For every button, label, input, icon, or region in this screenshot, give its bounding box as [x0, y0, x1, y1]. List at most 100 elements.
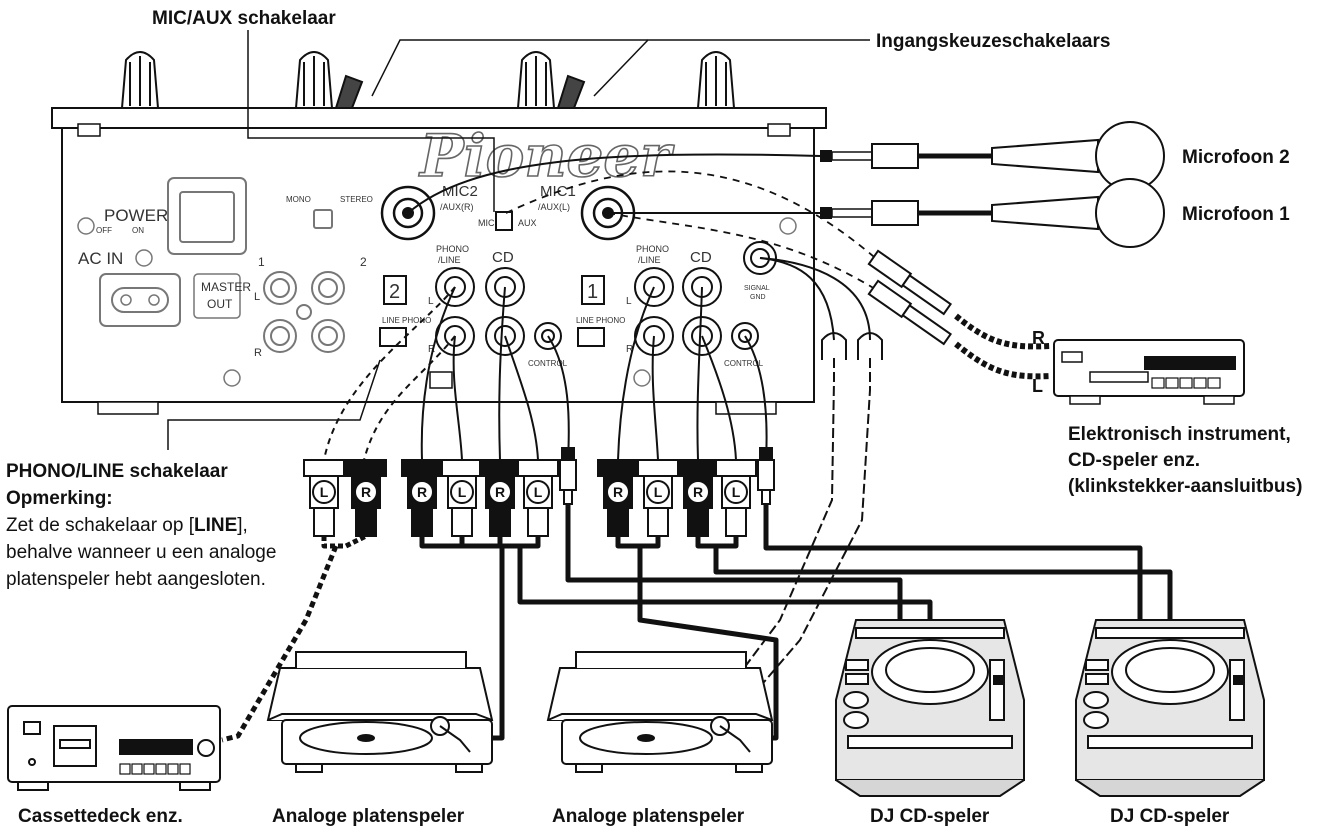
power-on-label: ON [132, 226, 144, 235]
rca-plug [441, 459, 483, 537]
svg-text:R: R [613, 484, 623, 500]
cdj-b-label: DJ CD-speler [1110, 806, 1230, 827]
plug-l-label: L [1032, 376, 1043, 396]
svg-text:1: 1 [258, 255, 265, 269]
mic2-plug-and-mic [820, 121, 1165, 191]
turntable-a [266, 651, 494, 773]
rca-plug-letters: L R R L R L R L R L [320, 484, 741, 500]
svg-text:PHONO: PHONO [636, 244, 669, 254]
svg-text:CD: CD [690, 249, 712, 266]
cassette-deck [7, 705, 221, 791]
svg-text:PHONO: PHONO [436, 244, 469, 254]
rca-plug [517, 459, 559, 537]
jack-plug-control-2 [559, 447, 577, 505]
cdj-a [835, 619, 1025, 797]
svg-text:CD: CD [492, 249, 514, 266]
svg-text:R: R [417, 484, 427, 500]
svg-text:R: R [626, 344, 633, 355]
knob-2 [294, 51, 364, 109]
svg-text:PHONO: PHONO [596, 316, 625, 325]
svg-text:L: L [254, 291, 260, 303]
svg-text:R: R [254, 347, 262, 359]
svg-text:R: R [428, 344, 435, 355]
svg-text:L: L [626, 296, 632, 307]
screw-icon [77, 217, 95, 235]
cassette-label: Cassettedeck enz. [18, 806, 183, 827]
svg-text:CONTROL: CONTROL [724, 359, 764, 368]
knob-1 [120, 51, 160, 109]
cables-to-plugs [323, 286, 768, 461]
svg-text:2: 2 [360, 255, 367, 269]
input-selectors-label: Ingangskeuzeschakelaars [876, 31, 1110, 52]
svg-text:/AUX(R): /AUX(R) [440, 202, 474, 212]
rca-plug [715, 459, 757, 537]
svg-text:R: R [361, 484, 371, 500]
svg-text:LINE: LINE [382, 316, 400, 325]
screw-icon [223, 369, 241, 387]
note-title: PHONO/LINE schakelaar [6, 461, 228, 482]
ground-wires [719, 257, 883, 711]
instrument-connection: R L [505, 170, 1245, 405]
jack-plug-control-1 [757, 447, 775, 505]
cdj-b [1075, 619, 1265, 797]
mic1-plug-and-mic [820, 178, 1165, 248]
svg-text:GND: GND [750, 294, 766, 301]
knob-3 [516, 51, 586, 109]
svg-text:/LINE: /LINE [638, 255, 661, 265]
knob-4 [696, 51, 736, 109]
mic-aux-switch-label: MIC/AUX schakelaar [152, 8, 336, 29]
rca-plug [597, 459, 639, 537]
instrument-label-3: (klinkstekker-aansluitbus) [1068, 476, 1302, 497]
svg-text:R: R [495, 484, 505, 500]
svg-text:L: L [320, 484, 329, 500]
svg-text:MIC2: MIC2 [442, 183, 478, 200]
svg-text:L: L [654, 484, 663, 500]
mic-aux-switch [495, 211, 513, 231]
cdj-a-label: DJ CD-speler [870, 806, 990, 827]
turntable-b [546, 651, 774, 773]
turntable-a-label: Analoge platenspeler [272, 806, 465, 827]
svg-text:MIC: MIC [478, 218, 495, 228]
instrument-label-2: CD-speler enz. [1068, 450, 1200, 471]
rca-plug [479, 459, 521, 537]
power-off-label: OFF [96, 226, 112, 235]
svg-text:/LINE: /LINE [438, 255, 461, 265]
rca-plug [677, 459, 719, 537]
svg-text:L: L [534, 484, 543, 500]
svg-text:L: L [732, 484, 741, 500]
svg-text:/AUX(L): /AUX(L) [538, 202, 570, 212]
master-label: MASTER [201, 280, 251, 294]
svg-text:L: L [458, 484, 467, 500]
phono-line-switch-1 [577, 327, 605, 347]
rca-plug [303, 459, 345, 537]
rca-plug [345, 459, 387, 537]
svg-text:R: R [693, 484, 703, 500]
svg-text:1: 1 [587, 281, 598, 303]
power-label: POWER [104, 206, 168, 225]
svg-text:L: L [428, 296, 434, 307]
note-heading: Opmerking: [6, 488, 113, 509]
callout-lines [167, 30, 870, 450]
power-section: POWER OFF ON AC IN MASTER OUT [77, 177, 251, 387]
out-label: OUT [207, 297, 233, 311]
phono-line-switch-2 [379, 327, 407, 347]
svg-text:2: 2 [389, 281, 400, 303]
knobs [120, 51, 736, 109]
mono-stereo-switch [313, 209, 333, 229]
note-text: Zet de schakelaar op [LINE], behalve wan… [6, 515, 277, 590]
master-out-section: MONO STEREO 1 2 L R [254, 195, 373, 359]
svg-text:AUX: AUX [518, 218, 537, 228]
microphones [407, 121, 1165, 248]
ac-in-label: AC IN [78, 249, 123, 268]
plug-r-label: R [1032, 328, 1045, 348]
phono-line-note: PHONO/LINE schakelaar Opmerking: Zet de … [6, 458, 306, 593]
mono-label: MONO [286, 195, 311, 204]
mic1-label: Microfoon 1 [1182, 204, 1290, 225]
rca-plug [637, 459, 679, 537]
mic2-label: Microfoon 2 [1182, 147, 1290, 168]
rca-plugs [303, 447, 775, 537]
stereo-label: STEREO [340, 195, 373, 204]
turntable-b-label: Analoge platenspeler [552, 806, 745, 827]
screw-icon [135, 249, 153, 267]
